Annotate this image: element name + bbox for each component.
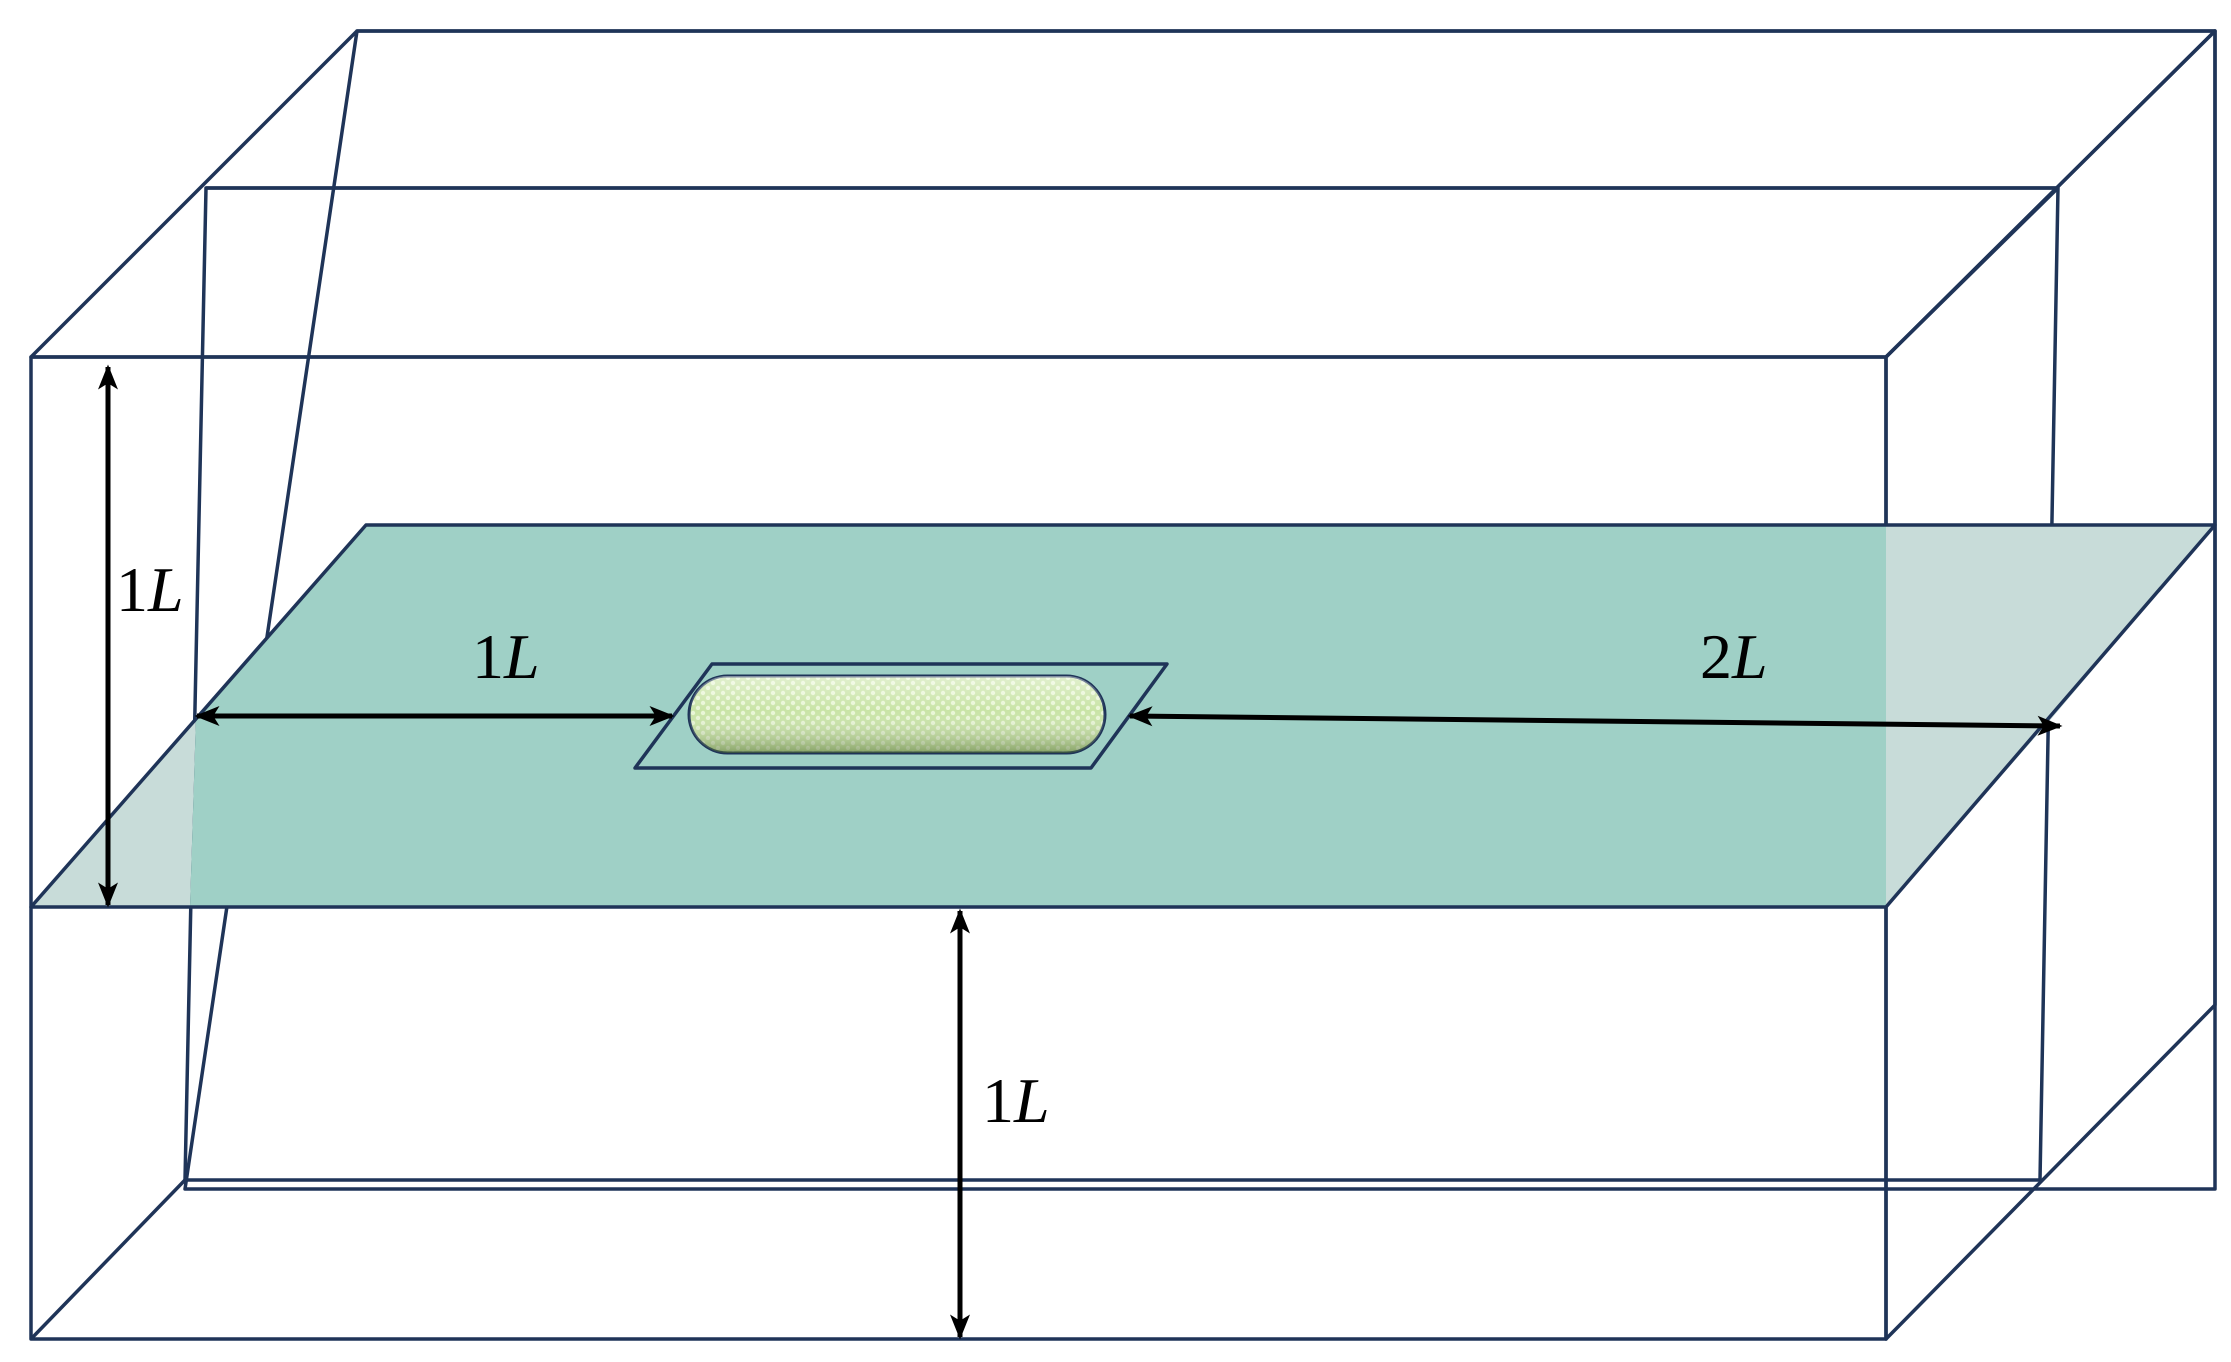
outer-box-hidden-edge (29, 1178, 187, 1341)
upstream-distance-label: 1L (472, 621, 540, 692)
outer-box-front-face (29, 355, 1888, 1341)
water-plane-outline (29, 523, 2217, 909)
hull-body-shade (689, 676, 1105, 753)
dimension-labels: 1L 1L 2L 1L (116, 554, 1768, 1136)
hull-model (633, 662, 1169, 770)
hull-plate (633, 662, 1169, 770)
left-height-label: 1L (116, 554, 184, 625)
downstream-distance-arrow (1127, 706, 2063, 736)
dimension-arrows (98, 364, 2063, 1340)
inner-box-diagonal-edge (1884, 186, 2060, 359)
depth-label: 1L (982, 1065, 1050, 1136)
downstream-distance-label: 2L (1700, 621, 1768, 692)
outer-box-top-face (29, 29, 2217, 359)
